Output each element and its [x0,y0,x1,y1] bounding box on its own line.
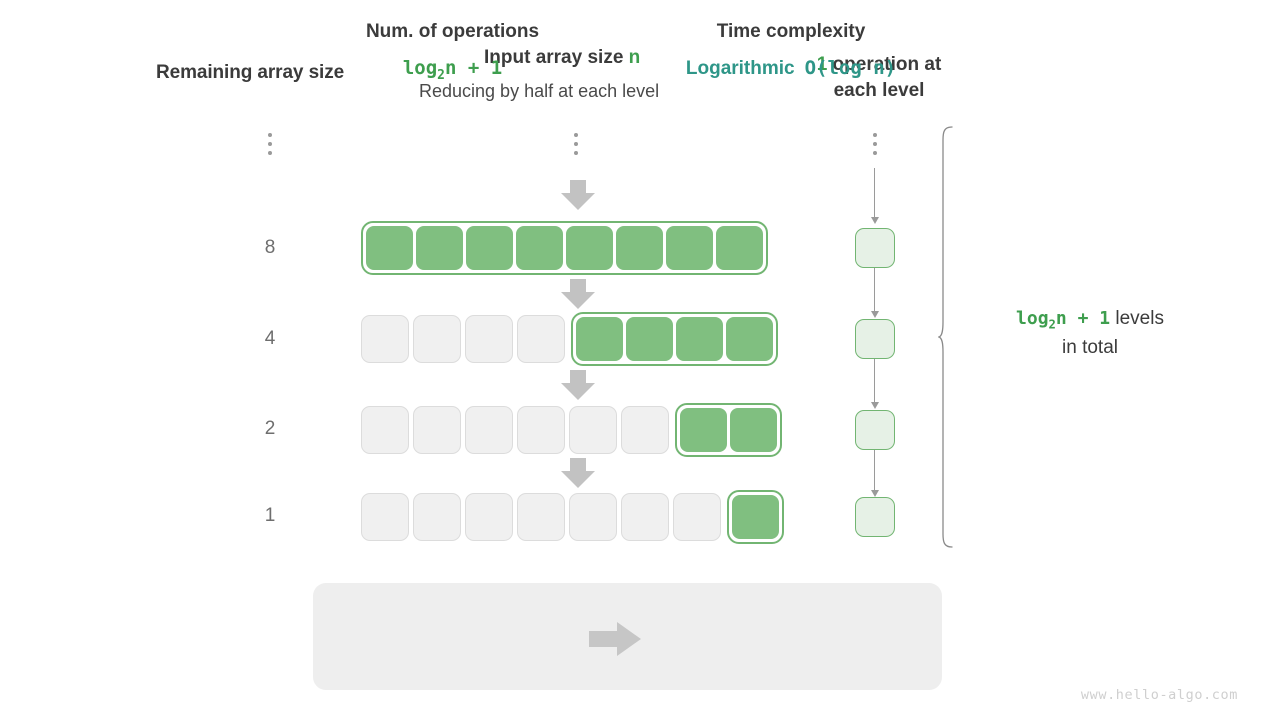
header-input-var: n [628,47,641,68]
op-flow-arrow-icon-2 [869,359,881,409]
active-segment-2 [675,403,782,457]
array-cell-active [616,226,663,270]
array-cell-inactive [517,406,565,454]
array-cell-inactive [673,493,721,541]
array-cell-active [726,317,773,361]
reduce-arrow-icon-3 [561,458,595,488]
op-flow-arrow-icon-0 [869,168,881,224]
array-cell-active [680,408,727,452]
array-cell-inactive [517,315,565,363]
active-segment-8 [361,221,768,275]
summary-operations-column: Num. of operations log2n + 1 [350,21,555,83]
vertical-ellipsis-icon-left [265,133,275,155]
level-label-2: 2 [264,418,276,439]
array-cell-active [716,226,763,270]
array-row-level-1 [361,490,784,544]
levels-note-line2: in total [1062,337,1118,359]
column-header-input-array: Input array size n [484,47,640,69]
column-subheader-reducing: Reducing by half at each level [419,81,660,101]
op-flow-arrow-icon-1 [869,268,881,318]
array-cell-inactive [621,406,669,454]
array-row-level-8 [361,221,768,275]
array-cell-active [466,226,513,270]
array-cell-active [676,317,723,361]
array-cell-inactive [517,493,565,541]
level-label-1: 1 [264,505,276,526]
header-op-text: operation at each level [827,54,942,102]
array-cell-inactive [465,406,513,454]
array-cell-inactive [413,315,461,363]
column-header-remaining-size: Remaining array size [156,62,345,83]
level-label-4: 4 [264,328,276,349]
summary-complexity-value: Logarithmic O(log n) [662,57,920,80]
array-cell-inactive [465,493,513,541]
levels-brace-icon [936,126,960,548]
array-cell-active [576,317,623,361]
array-cell-active [732,495,779,539]
array-cell-inactive [569,406,617,454]
array-cell-active [516,226,563,270]
array-cell-inactive [413,493,461,541]
header-input-text: Input array size [484,47,629,68]
array-cell-active [730,408,777,452]
summary-complexity-column: Time complexity Logarithmic O(log n) [662,21,920,80]
op-flow-arrow-icon-3 [869,450,881,497]
levels-note-text: levels [1110,308,1164,329]
array-cell-inactive [413,406,461,454]
summary-operations-value: log2n + 1 [402,57,503,83]
right-arrow-icon [589,622,641,656]
summary-complexity-title: Time complexity [716,21,866,42]
reduce-arrow-icon-1 [561,279,595,309]
header-op-count: 1 [816,54,828,75]
array-cell-inactive [361,315,409,363]
active-segment-4 [571,312,778,366]
array-cell-inactive [569,493,617,541]
array-cell-inactive [621,493,669,541]
operation-box-level-2 [855,410,895,450]
operation-box-level-8 [855,228,895,268]
array-row-level-4 [361,312,778,366]
complexity-word: Logarithmic [685,58,795,79]
vertical-ellipsis-icon-right [870,133,880,155]
array-cell-active [366,226,413,270]
complexity-bigo: O(log n) [804,57,897,79]
array-cell-inactive [465,315,513,363]
operation-box-level-4 [855,319,895,359]
array-cell-active [626,317,673,361]
summary-operations-title: Num. of operations [365,21,540,42]
array-cell-active [416,226,463,270]
levels-formula: log2n + 1 [1016,308,1111,332]
reduce-arrow-icon-2 [561,370,595,400]
active-segment-1 [727,490,784,544]
reduce-arrow-icon-0 [561,180,595,210]
column-header-operations: 1 operation at each level [799,52,959,104]
array-row-level-2 [361,403,782,457]
array-cell-active [666,226,713,270]
array-cell-active [566,226,613,270]
level-label-8: 8 [264,237,276,258]
levels-total-note: log2n + 1 levels in total [985,305,1195,362]
operation-box-level-1 [855,497,895,537]
array-cell-inactive [361,493,409,541]
watermark: www.hello-algo.com [1080,687,1238,703]
array-cell-inactive [361,406,409,454]
vertical-ellipsis-icon-middle [571,133,581,155]
